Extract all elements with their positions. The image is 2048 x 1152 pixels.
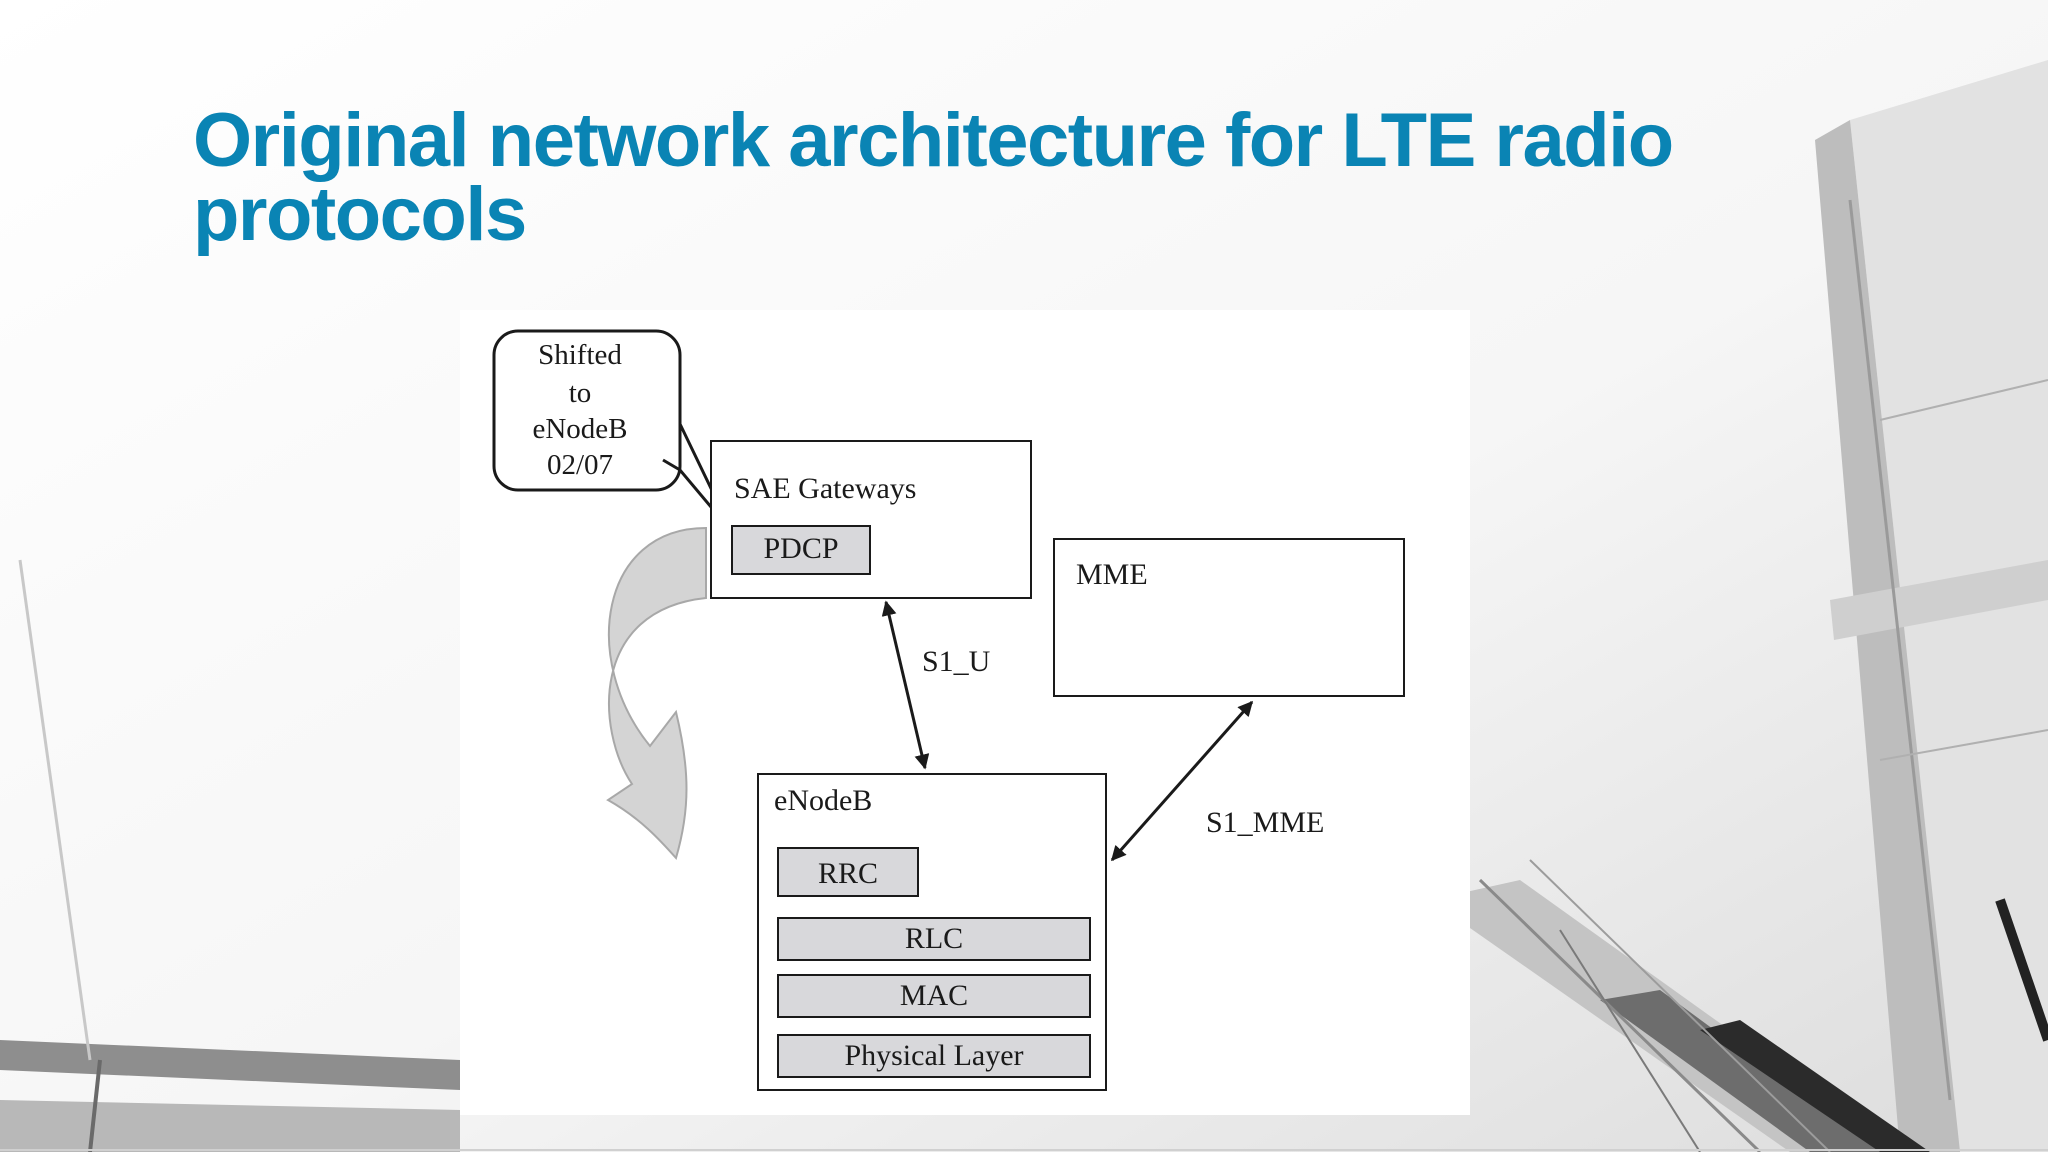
mac-layer — [777, 974, 1091, 1018]
physical-layer — [777, 1034, 1091, 1078]
s1-u-label: S1_U — [922, 645, 991, 678]
pdcp-layer — [731, 525, 871, 575]
rrc-layer-label: RRC — [818, 857, 878, 890]
enodeb-node: eNodeB RRC RLC MAC Physical Layer — [757, 773, 1107, 1091]
s1-mme-link — [1110, 700, 1254, 862]
callout-line-3: eNodeB — [532, 413, 627, 445]
mac-layer-label: MAC — [900, 979, 968, 1012]
sae-gateways-node: SAE Gateways PDCP — [710, 440, 1032, 599]
physical-layer-label: Physical Layer — [844, 1039, 1023, 1072]
callout-line-2: to — [569, 377, 592, 409]
enodeb-label: eNodeB — [774, 784, 872, 817]
slide-title-line-2: protocols — [193, 172, 527, 257]
sae-gateways-label: SAE Gateways — [734, 472, 916, 505]
rrc-layer — [777, 847, 919, 897]
s1-u-link — [881, 600, 930, 770]
rlc-layer — [777, 917, 1091, 961]
s1-mme-label: S1_MME — [1206, 806, 1324, 839]
callout-line-4: 02/07 — [547, 449, 613, 481]
slide-title-line-1: Original network architecture for LTE ra… — [193, 98, 1674, 183]
slide-title: Original network architecture for LTE ra… — [193, 98, 1693, 257]
callout-line-1: Shifted — [538, 339, 622, 371]
mme-node: MME — [1053, 538, 1405, 697]
mme-label: MME — [1076, 558, 1148, 591]
pdcp-layer-label: PDCP — [763, 532, 838, 565]
callout-bubble: Shifted to eNodeB 02/07 — [492, 329, 734, 533]
shift-arrow — [606, 526, 707, 861]
rlc-layer-label: RLC — [905, 922, 963, 955]
